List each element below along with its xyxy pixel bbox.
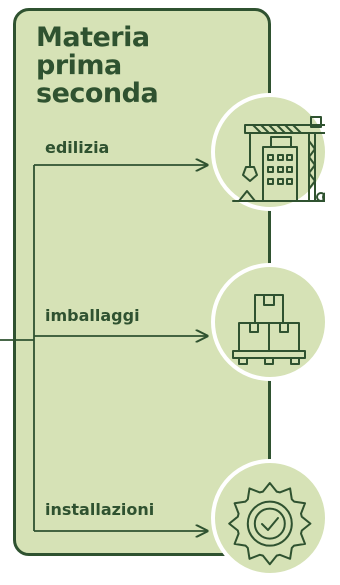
branch-label-installazioni: installazioni [45, 500, 155, 519]
edilizia-icon-circle [211, 93, 329, 211]
boxes-on-pallet-icon [232, 294, 306, 365]
construction-crane-icon [232, 116, 325, 202]
panel-title: Materia prima seconda [36, 22, 159, 109]
branch-label-edilizia: edilizia [45, 138, 110, 157]
branch-label-imballaggi: imballaggi [45, 306, 140, 325]
gear-checkmark-icon [228, 482, 312, 566]
imballaggi-icon-circle [211, 263, 329, 381]
installazioni-icon-circle [211, 459, 329, 577]
